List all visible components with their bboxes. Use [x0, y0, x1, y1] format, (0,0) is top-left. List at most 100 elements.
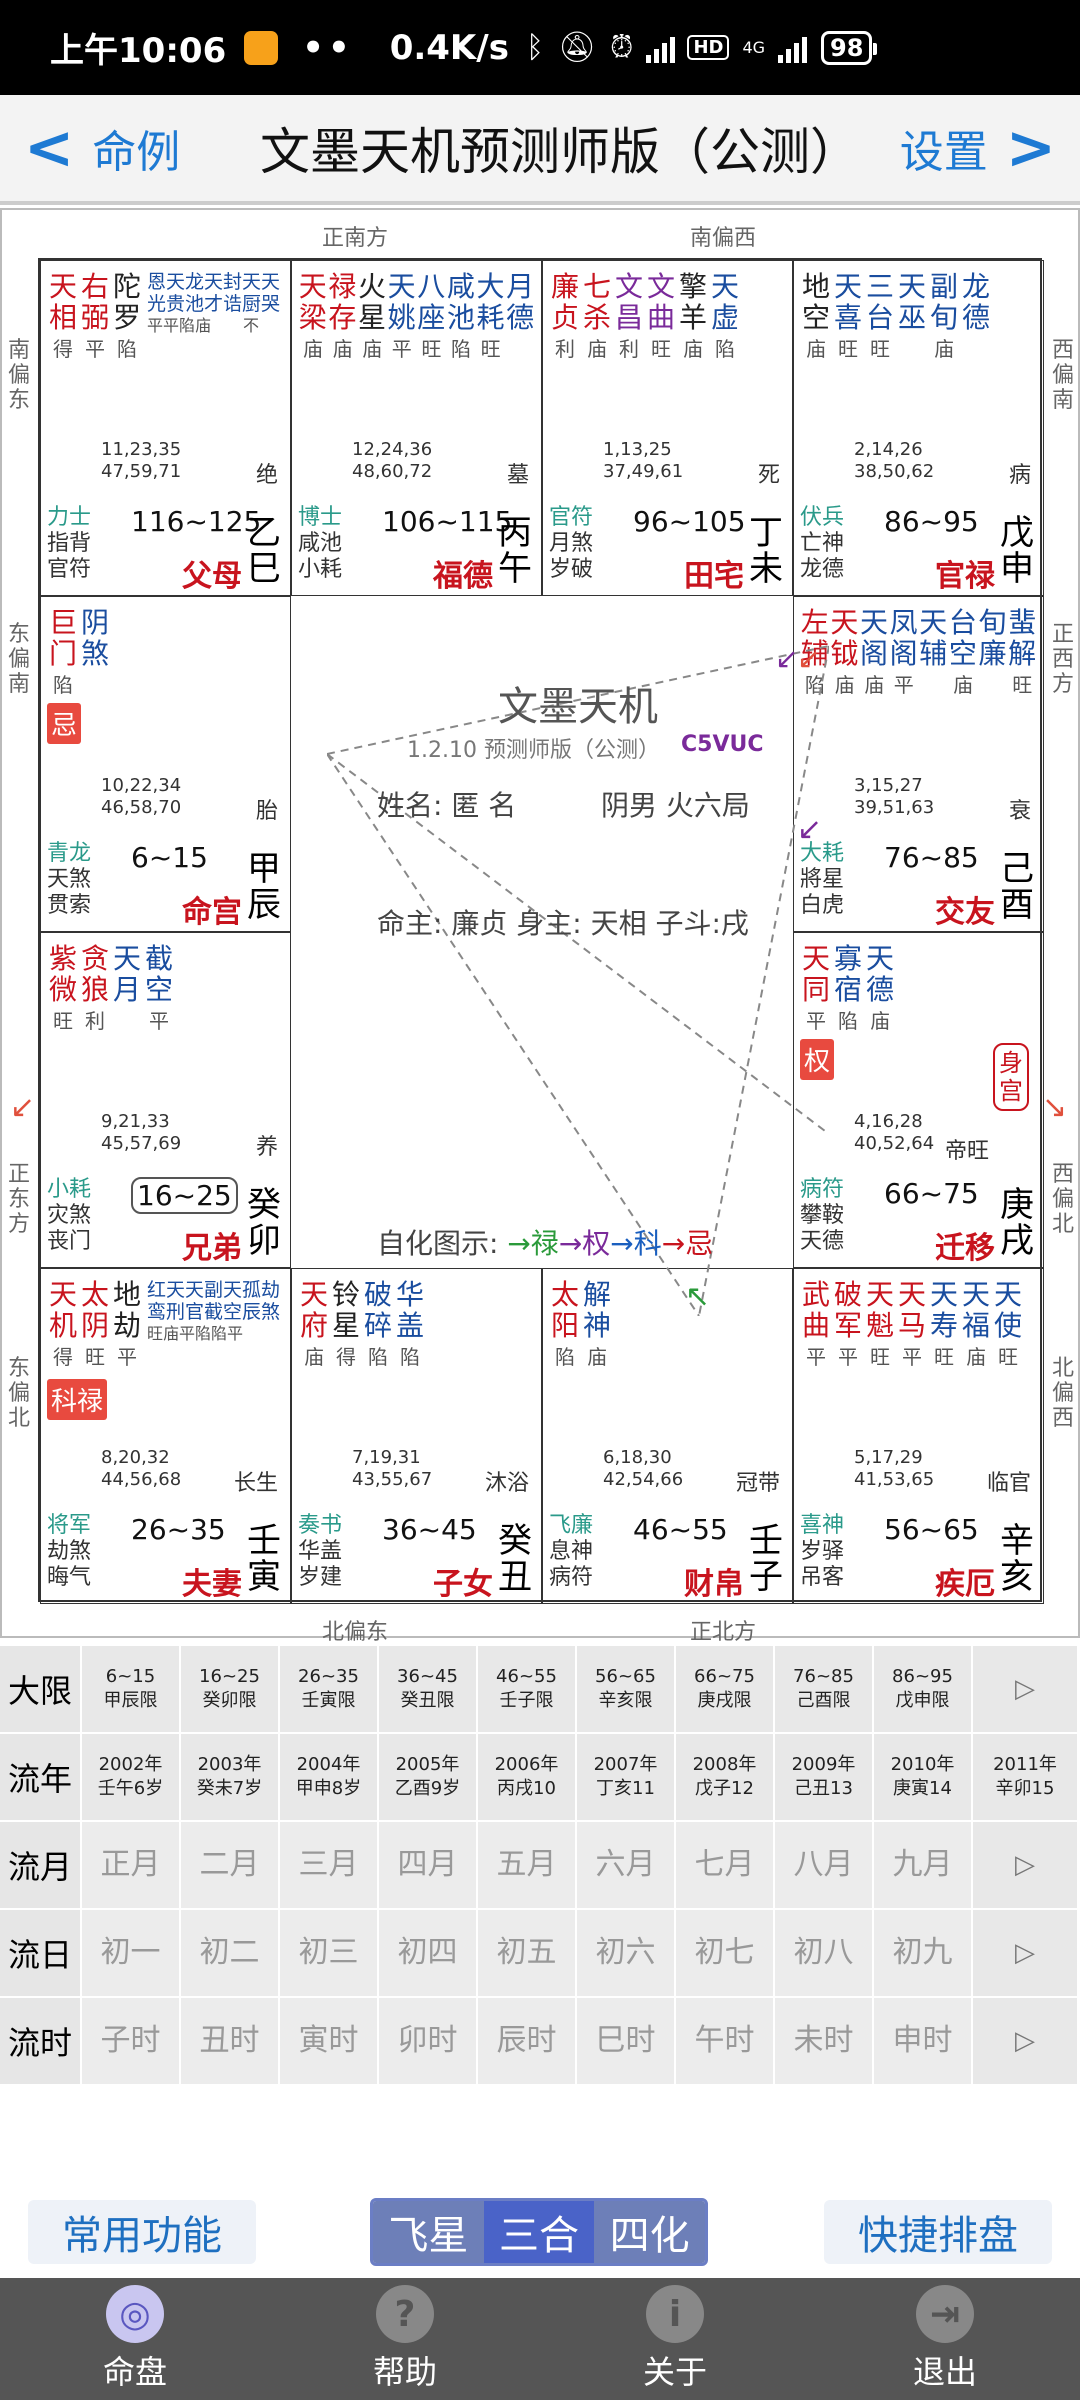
status-bar: 上午10:06 •• 0.4K/s ᛒ 🔕︎ ⏰︎ HD 4G 98: [0, 0, 1080, 95]
next-arrow-icon[interactable]: ▷: [973, 1646, 1079, 1732]
liunian-cell[interactable]: 2004年甲申8岁: [280, 1734, 379, 1820]
liuri-cell[interactable]: 初八: [775, 1910, 874, 1996]
liuyue-cell[interactable]: 三月: [280, 1822, 379, 1908]
star-char: 杀: [582, 301, 611, 334]
age-line: 10,22,34: [101, 775, 182, 796]
ganzhi: 庚戌: [999, 1187, 1035, 1259]
cell-line-2: 癸未7岁: [196, 1778, 263, 1799]
liunian-cell[interactable]: 2002年壬午6岁: [82, 1734, 181, 1820]
star-brightness: 平: [838, 1345, 858, 1369]
star-char: 喜: [833, 301, 862, 334]
next-arrow-icon[interactable]: ▷: [973, 1910, 1079, 1996]
age-line: 41,53,65: [854, 1469, 935, 1490]
sanhe-tab[interactable]: 三合: [483, 2201, 595, 2263]
liunian-cell[interactable]: 2007年丁亥11: [577, 1734, 676, 1820]
liuyue-cell[interactable]: 七月: [676, 1822, 775, 1908]
nav-chart[interactable]: ◎ 命盘: [0, 2278, 270, 2400]
liushi-cell[interactable]: 卯时: [379, 1998, 478, 2084]
decade-range: 116~125: [131, 505, 262, 538]
liunian-cell[interactable]: 2008年戊子12: [676, 1734, 775, 1820]
liuyue-cell[interactable]: 六月: [577, 1822, 676, 1908]
liuri-cell[interactable]: 初四: [379, 1910, 478, 1996]
year-cell[interactable]: 2011年 辛卯15: [973, 1734, 1079, 1820]
settings-button[interactable]: 设置 >: [896, 113, 1056, 183]
star-char: 门: [48, 637, 77, 670]
liuyue-cell[interactable]: 五月: [478, 1822, 577, 1908]
liuri-cell[interactable]: 初一: [82, 1910, 181, 1996]
liuri-cell[interactable]: 初九: [874, 1910, 973, 1996]
liuyue-cell[interactable]: 九月: [874, 1822, 973, 1908]
liunian-cell[interactable]: 2005年乙酉9岁: [379, 1734, 478, 1820]
liushi-cell[interactable]: 申时: [874, 1998, 973, 2084]
age-line: 2,14,26: [854, 439, 923, 460]
star-char: 蜚: [1008, 606, 1037, 639]
common-functions-button[interactable]: 常用功能: [28, 2200, 256, 2264]
back-button[interactable]: < 命例: [24, 113, 224, 183]
liushi-cell[interactable]: 丑时: [181, 1998, 280, 2084]
liuri-cell[interactable]: 初七: [676, 1910, 775, 1996]
star-char: 盖: [395, 1309, 424, 1342]
sihua-tab[interactable]: 四化: [594, 2201, 705, 2263]
nav-exit[interactable]: ⇥ 退出: [810, 2278, 1080, 2400]
liunian-cell[interactable]: 2010年庚寅14: [874, 1734, 973, 1820]
liuyue-cell[interactable]: 四月: [379, 1822, 478, 1908]
liushi-cell[interactable]: 巳时: [577, 1998, 676, 2084]
next-arrow-icon[interactable]: ▷: [973, 1822, 1079, 1908]
sihua-badge: 忌: [47, 703, 82, 744]
star-char: 火: [358, 270, 387, 303]
liushi-cell[interactable]: 子时: [82, 1998, 181, 2084]
liuri-cell[interactable]: 初二: [181, 1910, 280, 1996]
star-char: 阁: [889, 637, 918, 670]
liushi-cell[interactable]: 辰时: [478, 1998, 577, 2084]
liunian-cell[interactable]: 2003年癸未7岁: [181, 1734, 280, 1820]
bluetooth-icon: ᛒ: [525, 30, 544, 65]
fly-star-tab[interactable]: 飞星: [373, 2201, 484, 2263]
star-char: 阴: [80, 1309, 109, 1342]
decade-range[interactable]: 16~25: [131, 1177, 238, 1214]
liuyue-cell[interactable]: 八月: [775, 1822, 874, 1908]
liunian-cell[interactable]: 2006年丙戌10: [478, 1734, 577, 1820]
arrow-left-icon: ↙: [10, 1090, 36, 1125]
liuyue-cell[interactable]: 二月: [181, 1822, 280, 1908]
liuri-cell[interactable]: 初三: [280, 1910, 379, 1996]
liuri-cell[interactable]: 初六: [577, 1910, 676, 1996]
liushi-cell[interactable]: 午时: [676, 1998, 775, 2084]
liushi-cell[interactable]: 未时: [775, 1998, 874, 2084]
row-header: 大限: [0, 1646, 82, 1732]
star-char: 天: [801, 942, 830, 975]
direction-label: 正东方: [7, 1162, 30, 1237]
star-char: 劫: [112, 1309, 141, 1342]
liushi-cell[interactable]: 寅时: [280, 1998, 379, 2084]
ziwei-chart[interactable]: 正南方 南偏西 北偏东 正北方 南偏东 东偏南 正东方 东偏北 西偏南 正西方 …: [0, 208, 1080, 1645]
age-line: 42,54,66: [603, 1469, 684, 1490]
liunian-cell[interactable]: 2009年己丑13: [775, 1734, 874, 1820]
next-arrow-icon[interactable]: ▷: [973, 1998, 1079, 2084]
nav-about[interactable]: i 关于: [540, 2278, 810, 2400]
liuyue-cell[interactable]: 正月: [82, 1822, 181, 1908]
liuri-cell[interactable]: 初五: [478, 1910, 577, 1996]
nav-help[interactable]: ? 帮助: [270, 2278, 540, 2400]
quick-chart-button[interactable]: 快捷排盘: [824, 2200, 1052, 2264]
